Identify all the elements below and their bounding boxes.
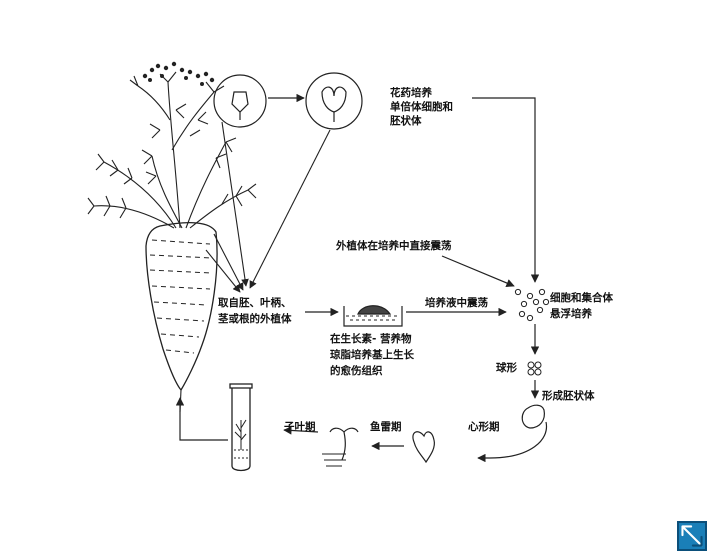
to-cotyledon-arrow	[283, 426, 319, 435]
globular-embryo	[527, 361, 542, 376]
explant-arrows	[205, 121, 331, 293]
carrot-leaves	[87, 71, 257, 229]
torpedo-embryo	[322, 427, 359, 467]
label-anther-culture-3: 胚状体	[390, 115, 422, 127]
label-embryoid-formation: 形成胚状体	[542, 390, 595, 402]
to-bottom-row-curve	[477, 421, 548, 463]
label-medium-shaking: 培养液中震荡	[425, 297, 488, 309]
label-anther-culture-1: 花药培养	[390, 87, 432, 99]
flower-head	[142, 61, 215, 86]
label-explant-shaking: 外植体在培养中直接震荡	[336, 240, 452, 252]
label-callus-growth-1: 在生长素- 营养物	[330, 333, 412, 345]
label-callus-growth-2: 琼脂培养基上生长	[330, 349, 414, 361]
label-callus-growth-3: 的愈伤组织	[330, 365, 383, 377]
label-cell-suspension-1: 细胞和集合体	[550, 292, 613, 304]
petri-dish	[343, 305, 403, 327]
label-anther-culture-2: 单倍体细胞和	[390, 101, 453, 113]
heart-embryo	[412, 431, 435, 464]
suspension-cells	[514, 288, 550, 322]
embryoid-shape	[521, 404, 545, 429]
label-cell-suspension-2: 悬浮培养	[550, 308, 592, 320]
next-slide-icon	[681, 525, 703, 547]
label-cotyledon-stage: 子叶期	[284, 421, 316, 433]
label-explant-source-2: 茎或根的外植体	[218, 313, 292, 325]
test-tube	[229, 383, 253, 472]
shaking-arrow	[441, 255, 515, 287]
top-route	[268, 93, 540, 283]
label-torpedo-stage: 鱼雷期	[370, 421, 402, 433]
return-arrow	[175, 397, 228, 441]
label-heart-stage: 心形期	[468, 421, 500, 433]
label-globular: 球形	[496, 362, 517, 374]
flower-circle	[213, 74, 267, 128]
anther-circle	[305, 72, 363, 130]
label-explant-source-1: 取自胚、叶柄、	[218, 297, 292, 309]
next-slide-button[interactable]	[677, 521, 707, 551]
